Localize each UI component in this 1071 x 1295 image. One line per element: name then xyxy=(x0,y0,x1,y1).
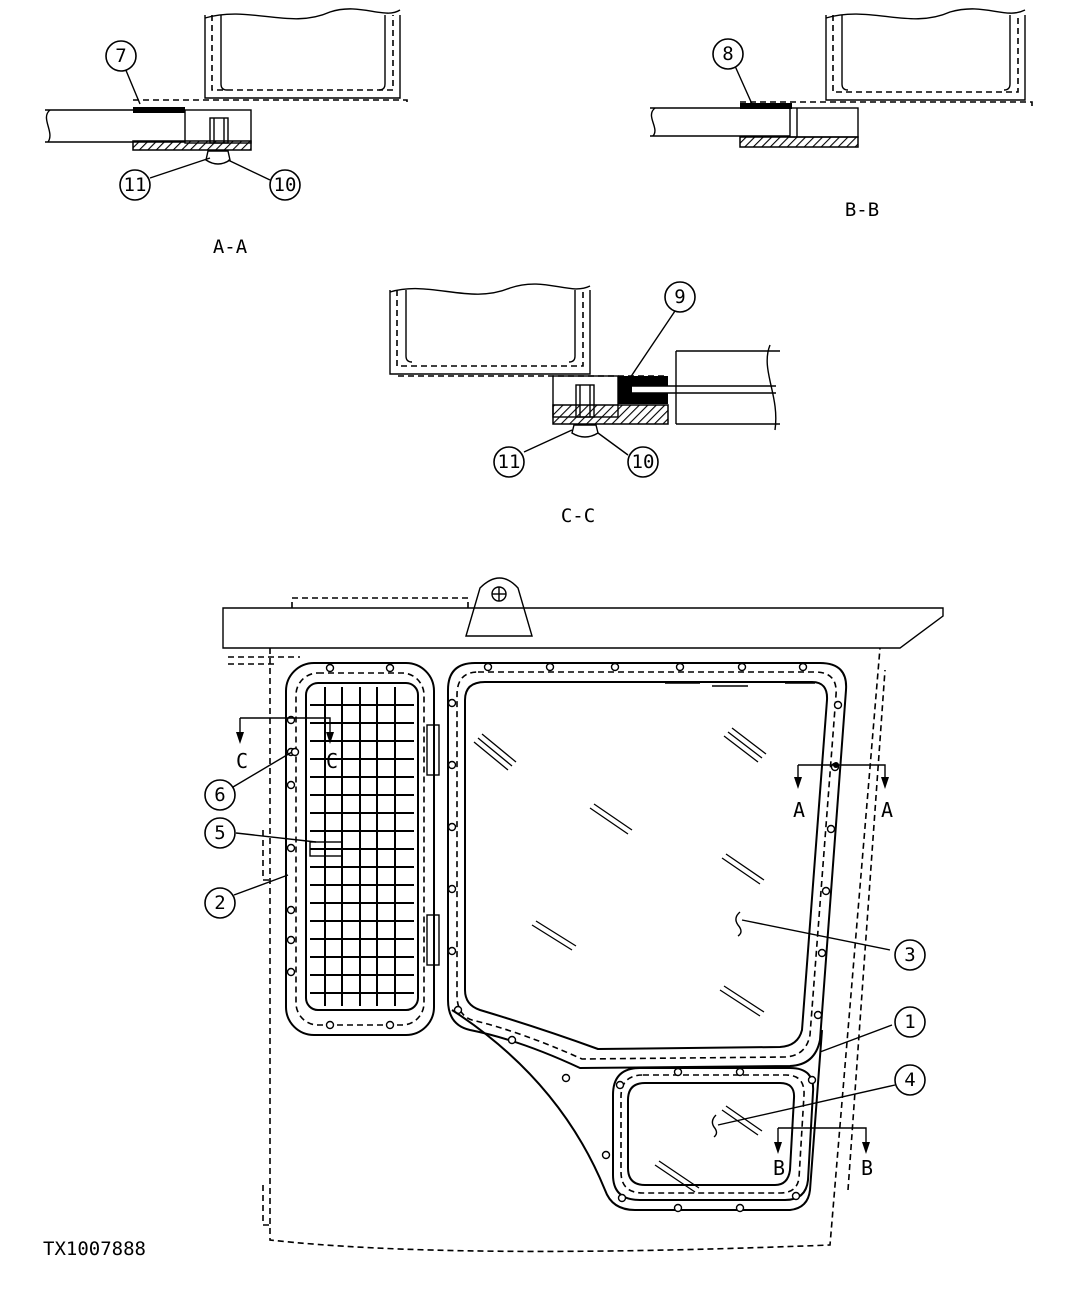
glass-glints xyxy=(473,727,767,1017)
section-marker-a xyxy=(794,762,889,789)
svg-text:9: 9 xyxy=(674,286,685,308)
callout-6: 6 xyxy=(204,779,236,811)
svg-text:4: 4 xyxy=(904,1069,915,1091)
section-letter-a-right: A xyxy=(881,798,893,822)
svg-text:11: 11 xyxy=(124,174,147,196)
callout-8: 8 xyxy=(712,38,744,70)
section-letter-c-right: C xyxy=(326,749,338,773)
svg-text:1: 1 xyxy=(904,1011,915,1033)
seal-strip xyxy=(133,107,185,113)
seal-strip xyxy=(618,376,668,404)
glass-panel xyxy=(45,109,185,143)
section-marker-b xyxy=(774,1127,870,1154)
svg-text:10: 10 xyxy=(632,451,655,473)
door-main-view xyxy=(222,577,944,1253)
callout-7: 7 xyxy=(105,40,137,72)
section-letter-b-right: B xyxy=(861,1156,873,1180)
main-window xyxy=(447,662,848,1211)
section-a-a xyxy=(45,8,408,181)
lower-window xyxy=(561,1067,817,1213)
svg-text:5: 5 xyxy=(214,822,225,844)
door-outline xyxy=(269,647,881,1253)
callout-1: 1 xyxy=(894,1006,926,1038)
section-b-b xyxy=(650,8,1033,148)
figure-id: TX1007888 xyxy=(43,1238,146,1260)
hinge-lower xyxy=(426,914,440,966)
hinge-upper xyxy=(426,724,440,776)
section-letter-b-left: B xyxy=(773,1156,785,1180)
lower-glass-pane xyxy=(627,1082,796,1186)
retainer-block xyxy=(184,109,252,144)
mesh-grid xyxy=(310,687,414,1006)
callout-5: 5 xyxy=(204,817,236,849)
svg-text:11: 11 xyxy=(498,451,521,473)
mesh-window xyxy=(285,662,440,1036)
glass-pane xyxy=(464,681,829,1051)
callout-3: 3 xyxy=(894,939,926,971)
section-marker-c xyxy=(236,717,334,744)
top-rail xyxy=(222,607,944,649)
door-panel-edge xyxy=(451,1009,823,1211)
callout-11-a: 11 xyxy=(119,169,151,201)
latch xyxy=(309,841,343,857)
svg-text:6: 6 xyxy=(214,784,225,806)
section-title-b-b: B-B xyxy=(845,199,879,221)
callout-2: 2 xyxy=(204,887,236,919)
main-window-bolts xyxy=(447,662,843,1045)
svg-text:2: 2 xyxy=(214,892,225,914)
nut xyxy=(205,150,231,165)
callout-10-c: 10 xyxy=(627,446,659,478)
frame-outline xyxy=(204,15,401,99)
section-letter-c-left: C xyxy=(236,749,248,773)
lift-eye xyxy=(465,577,533,637)
section-c-c xyxy=(389,283,780,456)
callout-4: 4 xyxy=(894,1064,926,1096)
callout-11-c: 11 xyxy=(493,446,525,478)
hatched-strip xyxy=(132,140,252,151)
section-title-a-a: A-A xyxy=(213,236,248,258)
callout-10-a: 10 xyxy=(269,169,301,201)
section-letter-a-left: A xyxy=(793,798,805,822)
callout-9: 9 xyxy=(664,281,696,313)
section-title-c-c: C-C xyxy=(561,505,595,527)
svg-text:7: 7 xyxy=(115,45,126,67)
svg-text:3: 3 xyxy=(904,944,915,966)
svg-text:10: 10 xyxy=(274,174,297,196)
svg-text:8: 8 xyxy=(722,43,733,65)
